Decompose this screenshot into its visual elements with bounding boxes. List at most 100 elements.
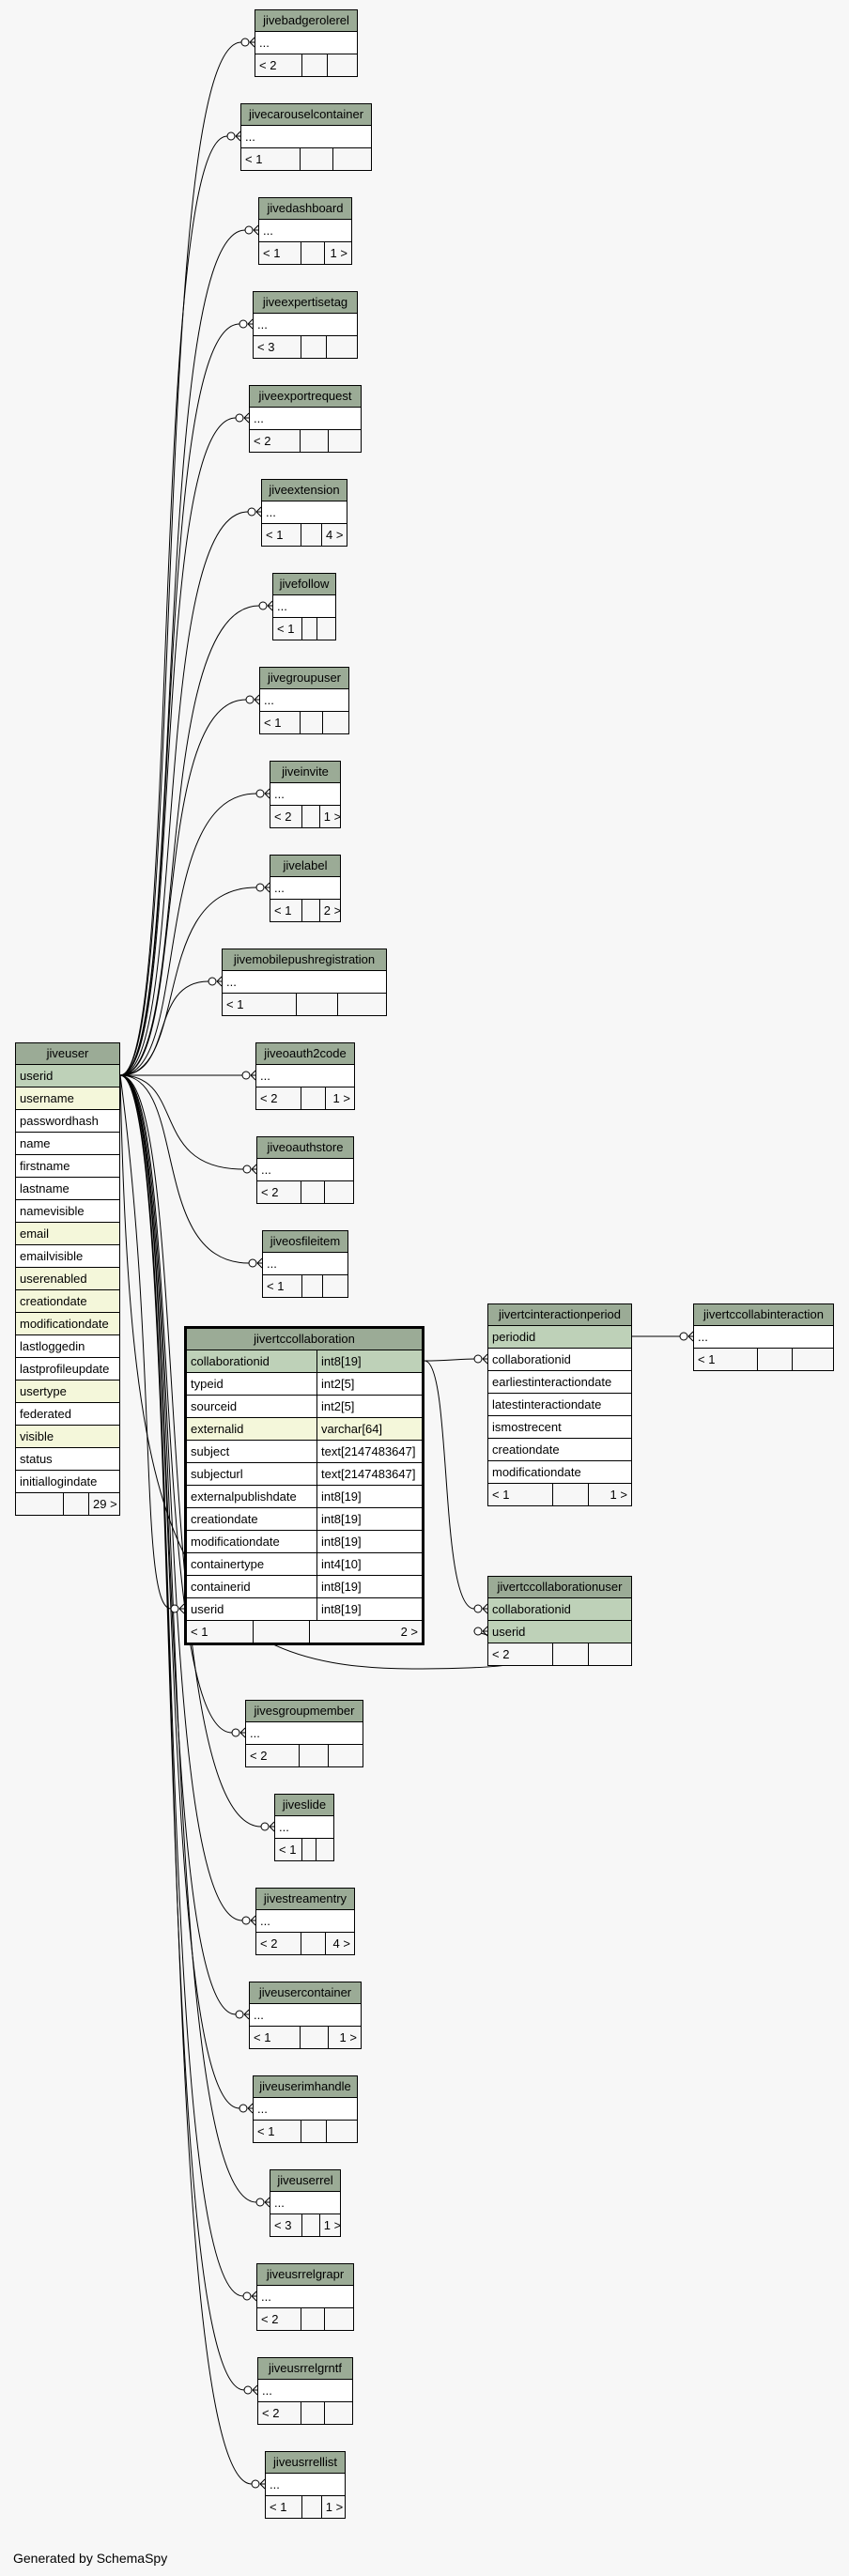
- table-title[interactable]: jiveoauth2code: [256, 1043, 354, 1065]
- table-title[interactable]: jivedashboard: [259, 198, 351, 220]
- table-jivecarouselcontainer[interactable]: jivecarouselcontainer...< 1: [240, 103, 372, 171]
- parents-count[interactable]: < 2: [492, 1647, 510, 1661]
- table-jivesgroupmember[interactable]: jivesgroupmember...< 2: [245, 1700, 363, 1767]
- children-count[interactable]: [588, 1643, 631, 1665]
- table-title[interactable]: jivelabel: [270, 856, 340, 877]
- column-row[interactable]: federated: [16, 1403, 119, 1426]
- table-jivefollow[interactable]: jivefollow...< 1: [272, 573, 336, 640]
- table-title[interactable]: jiveoauthstore: [257, 1137, 353, 1159]
- table-jiveosfileitem[interactable]: jiveosfileitem...< 1: [262, 1230, 348, 1298]
- children-count[interactable]: [326, 2121, 357, 2142]
- children-count[interactable]: [324, 2402, 352, 2424]
- column-row[interactable]: userenabled: [16, 1268, 119, 1290]
- parents-count[interactable]: < 2: [250, 1749, 268, 1763]
- parents-count[interactable]: < 1: [698, 1352, 716, 1366]
- children-count[interactable]: [791, 1349, 833, 1370]
- table-jiveusrrelgrapr[interactable]: jiveusrrelgrapr...< 2: [256, 2263, 354, 2331]
- parents-count[interactable]: < 1: [270, 2500, 287, 2514]
- parents-count[interactable]: < 2: [260, 1936, 278, 1951]
- table-title[interactable]: jiveusrrelgrntf: [258, 2358, 352, 2380]
- column-row[interactable]: periodid: [488, 1326, 631, 1349]
- column-row[interactable]: userid: [16, 1065, 119, 1087]
- table-title[interactable]: jivemobilepushregistration: [223, 949, 386, 971]
- table-title[interactable]: jivertccollaboration: [187, 1329, 422, 1350]
- children-count[interactable]: [324, 1181, 353, 1203]
- parents-count[interactable]: < 3: [257, 340, 275, 354]
- column-row[interactable]: initiallogindate: [16, 1471, 119, 1493]
- table-jiveuserimhandle[interactable]: jiveuserimhandle...< 1: [253, 2075, 358, 2143]
- table-title[interactable]: jiveusercontainer: [250, 1982, 361, 2004]
- parents-count[interactable]: < 1: [257, 2124, 275, 2138]
- parents-count[interactable]: < 2: [259, 58, 277, 72]
- column-row[interactable]: lastname: [16, 1178, 119, 1200]
- parents-count[interactable]: < 1: [191, 1625, 208, 1639]
- parents-count[interactable]: < 1: [226, 997, 244, 1011]
- column-row[interactable]: ...: [694, 1326, 833, 1349]
- table-title[interactable]: jivertccollabinteraction: [694, 1304, 833, 1326]
- children-count[interactable]: 1 >: [324, 1087, 354, 1109]
- column-row[interactable]: creationdate: [488, 1439, 631, 1461]
- children-count[interactable]: 1 >: [327, 2027, 361, 2048]
- children-count[interactable]: [322, 1275, 347, 1297]
- table-title[interactable]: jiveosfileitem: [263, 1231, 347, 1253]
- parents-count[interactable]: < 1: [245, 152, 263, 166]
- table-title[interactable]: jiveuserrel: [270, 2170, 340, 2192]
- children-count[interactable]: [332, 148, 371, 170]
- column-row[interactable]: usertype: [16, 1381, 119, 1403]
- parents-count[interactable]: < 1: [266, 528, 284, 542]
- column-row[interactable]: passwordhash: [16, 1110, 119, 1133]
- parents-count[interactable]: < 2: [254, 434, 271, 448]
- children-count[interactable]: [321, 712, 348, 733]
- children-count[interactable]: 1 >: [318, 2214, 341, 2236]
- column-row[interactable]: ismostrecent: [488, 1416, 631, 1439]
- parents-count[interactable]: < 1: [274, 903, 292, 918]
- column-row[interactable]: modificationdate: [488, 1461, 631, 1484]
- column-row[interactable]: creationdate: [16, 1290, 119, 1313]
- children-count[interactable]: 2 >: [309, 1621, 422, 1643]
- table-title[interactable]: jiveexportrequest: [250, 386, 361, 408]
- parents-count[interactable]: < 3: [274, 2218, 292, 2232]
- parents-count[interactable]: < 1: [264, 716, 282, 730]
- column-row[interactable]: visible: [16, 1426, 119, 1448]
- column-row[interactable]: namevisible: [16, 1200, 119, 1223]
- children-count[interactable]: [327, 430, 361, 452]
- parents-count[interactable]: < 2: [261, 2312, 279, 2326]
- column-row[interactable]: modificationdate: [16, 1313, 119, 1335]
- table-title[interactable]: jiveusrrelgrapr: [257, 2264, 353, 2286]
- parents-count[interactable]: < 1: [492, 1488, 510, 1502]
- children-count[interactable]: 1 >: [320, 2496, 345, 2518]
- children-count[interactable]: [326, 54, 357, 76]
- children-count[interactable]: 1 >: [323, 242, 351, 264]
- table-title[interactable]: jivegroupuser: [260, 668, 348, 689]
- column-row[interactable]: name: [16, 1133, 119, 1155]
- column-row[interactable]: userid: [488, 1621, 631, 1643]
- parents-count[interactable]: < 2: [260, 1091, 278, 1105]
- column-row[interactable]: status: [16, 1448, 119, 1471]
- column-row[interactable]: username: [16, 1087, 119, 1110]
- table-jivertccollabinteraction[interactable]: jivertccollabinteraction... < 1: [693, 1303, 834, 1371]
- column-row[interactable]: earliestinteractiondate: [488, 1371, 631, 1394]
- children-count[interactable]: [336, 994, 386, 1015]
- children-count[interactable]: 4 >: [324, 1933, 354, 1954]
- parents-count[interactable]: < 1: [267, 1279, 285, 1293]
- parents-count[interactable]: < 1: [279, 1843, 297, 1857]
- parents-count[interactable]: < 2: [261, 1185, 279, 1199]
- column-row[interactable]: lastloggedin: [16, 1335, 119, 1358]
